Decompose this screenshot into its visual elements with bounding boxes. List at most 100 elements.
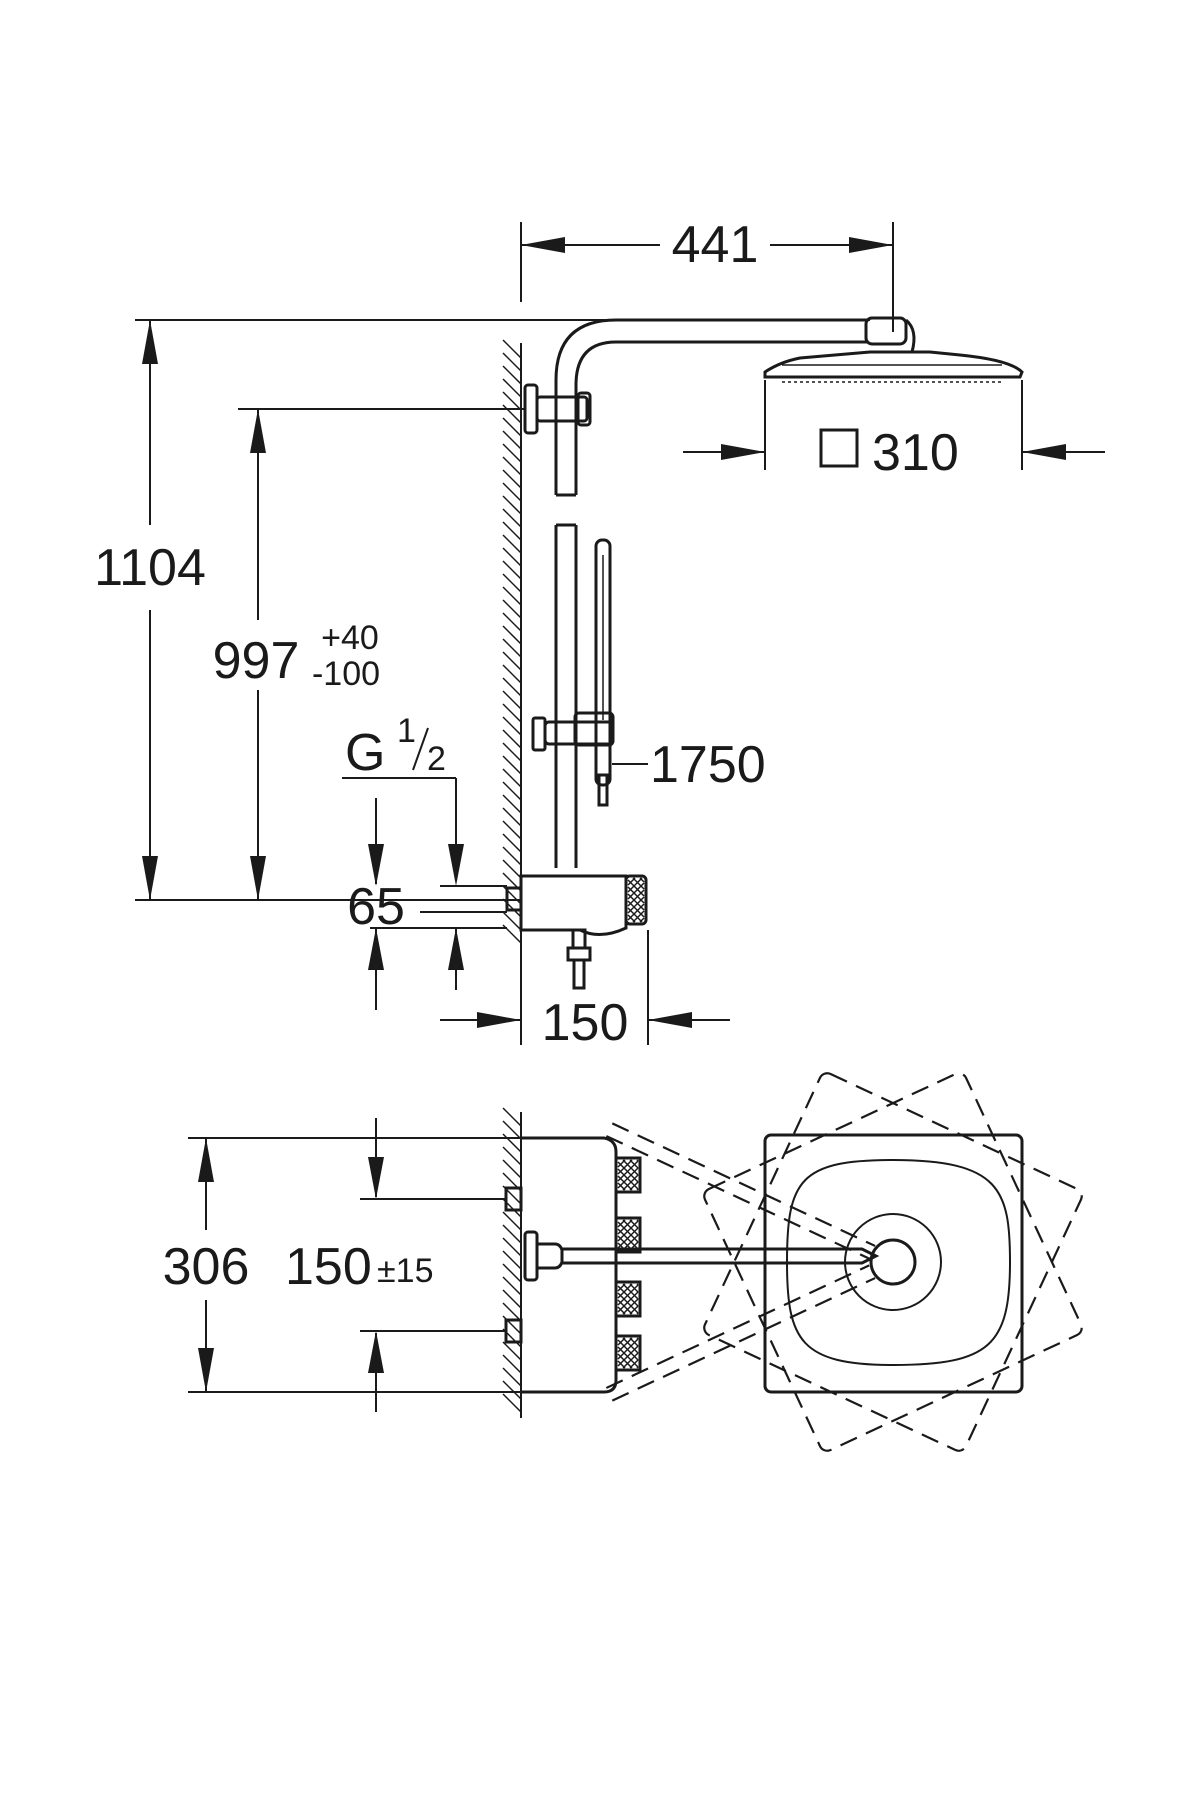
wall-hatch-line <box>502 430 522 450</box>
square-symbol-icon <box>819 428 859 468</box>
wall-hatch-line <box>502 1393 522 1413</box>
head-rotation-dashed <box>605 1072 1083 1452</box>
knurl-line <box>627 886 645 904</box>
wall-hatch-line <box>502 1120 522 1140</box>
dim-head-size: 310 <box>683 380 1105 482</box>
wall-hatch-line <box>502 560 522 580</box>
knurl-line <box>627 903 645 921</box>
wall-hatch-line <box>502 625 522 645</box>
wall-hatch-line <box>502 1211 522 1231</box>
wall-hatch-line <box>502 534 522 554</box>
knurl-line <box>622 1283 639 1300</box>
wall-hatch-line <box>502 911 522 931</box>
dim-label-65: 65 <box>347 878 405 936</box>
thread-denominator-label: 2 <box>427 740 446 778</box>
wall-hatch-line <box>502 482 522 502</box>
wall-hatch-line <box>502 755 522 775</box>
wall-hatch-line <box>502 1276 522 1296</box>
wall-hatch-line <box>502 807 522 827</box>
wall-hatch-line <box>502 391 522 411</box>
wall-hatch-line <box>502 1367 522 1387</box>
knurl-line <box>627 893 645 911</box>
knurl-line <box>629 1305 639 1315</box>
knurl-line <box>639 917 645 923</box>
knurl-line <box>636 1366 639 1369</box>
wall-hatch-line <box>502 1250 522 1270</box>
dim-tolerance-plus: +40 <box>321 619 379 657</box>
wall-hatch-line <box>502 638 522 658</box>
dim-connection-thread: G 1 2 <box>342 712 464 886</box>
knurl-line <box>629 1283 639 1293</box>
knurl-line <box>622 1174 639 1191</box>
wall-hatch-line <box>502 703 522 723</box>
wall-hatch-line <box>502 456 522 476</box>
wall-hatch-line <box>502 495 522 515</box>
wall-hatch-line <box>502 365 522 385</box>
wall-hatch-line <box>502 599 522 619</box>
knurl-line <box>629 1181 639 1191</box>
knurl-line <box>627 896 645 914</box>
knurl-line <box>636 1312 639 1315</box>
wall-hatch-line <box>502 768 522 788</box>
thread-numerator-label: 1 <box>397 712 416 750</box>
plan-knob <box>614 1156 642 1194</box>
dim-label-997: 997 <box>213 632 300 690</box>
wall-hatch-line <box>502 794 522 814</box>
dim-arm-projection: 441 <box>520 216 894 332</box>
knurl-line <box>636 1337 639 1340</box>
wall-bracket <box>523 383 592 435</box>
thermostat-side <box>505 874 648 990</box>
dim-label-306: 306 <box>163 1238 250 1296</box>
wall-hatch-line <box>502 378 522 398</box>
arm-joint <box>864 316 916 353</box>
wall-hatch-line <box>502 469 522 489</box>
knurl-line <box>636 1283 639 1286</box>
dim-spacing-tolerance: ±15 <box>377 1252 433 1290</box>
dim-tolerance-minus: -100 <box>312 655 380 693</box>
wall-hatch-line <box>502 859 522 879</box>
dim-label-150-projection: 150 <box>542 994 629 1052</box>
dim-connection-spacing: 150 ±15 <box>285 1118 506 1412</box>
dim-outlet-height: 997 +40 -100 <box>213 408 525 900</box>
knurl-line <box>622 1219 639 1236</box>
knurl-line <box>622 1352 639 1369</box>
dim-thermostat-width: 306 <box>163 1137 521 1393</box>
hand-shower <box>594 538 612 807</box>
wall-hatch-line <box>502 573 522 593</box>
plan-knob <box>614 1280 642 1318</box>
head-shower-side <box>763 350 1024 383</box>
knurl-line <box>636 1159 639 1162</box>
wall-hatch-line <box>502 521 522 541</box>
wall-hatch-line <box>502 1380 522 1400</box>
hand-shower-holder <box>531 711 615 752</box>
thread-prefix-label: G <box>345 724 385 782</box>
dim-label-1750: 1750 <box>650 736 766 794</box>
wall-upper <box>502 339 522 945</box>
head-shower-plan <box>763 1133 1024 1394</box>
wall-hatch-line <box>502 729 522 749</box>
knurl-line <box>629 1359 639 1369</box>
wall-hatch-line <box>502 547 522 567</box>
knurl-line <box>629 1219 639 1229</box>
wall-hatch-line <box>502 1263 522 1283</box>
dim-label-310: 310 <box>872 424 959 482</box>
wall-hatch-line <box>502 846 522 866</box>
dim-thermostat-projection: 150 <box>440 930 730 1052</box>
wall-hatch-line <box>502 1302 522 1322</box>
knurl-line <box>629 1337 639 1347</box>
wall-hatch-line <box>502 833 522 853</box>
arm-plan <box>523 1230 880 1282</box>
wall-hatch-line <box>502 339 522 359</box>
dim-thermostat-depth: 65 <box>347 798 507 1010</box>
wall-hatch-line <box>502 820 522 840</box>
knurl-line <box>636 1219 639 1222</box>
wall-hatch-line <box>502 1341 522 1361</box>
dim-label-1104: 1104 <box>94 539 206 597</box>
knurl-line <box>629 1159 639 1169</box>
wall-hatch-line <box>502 1354 522 1374</box>
wall-hatch-line <box>502 1237 522 1257</box>
plan-knob <box>614 1334 642 1372</box>
knurl-line <box>632 877 645 890</box>
wall-hatch-line <box>502 1224 522 1244</box>
